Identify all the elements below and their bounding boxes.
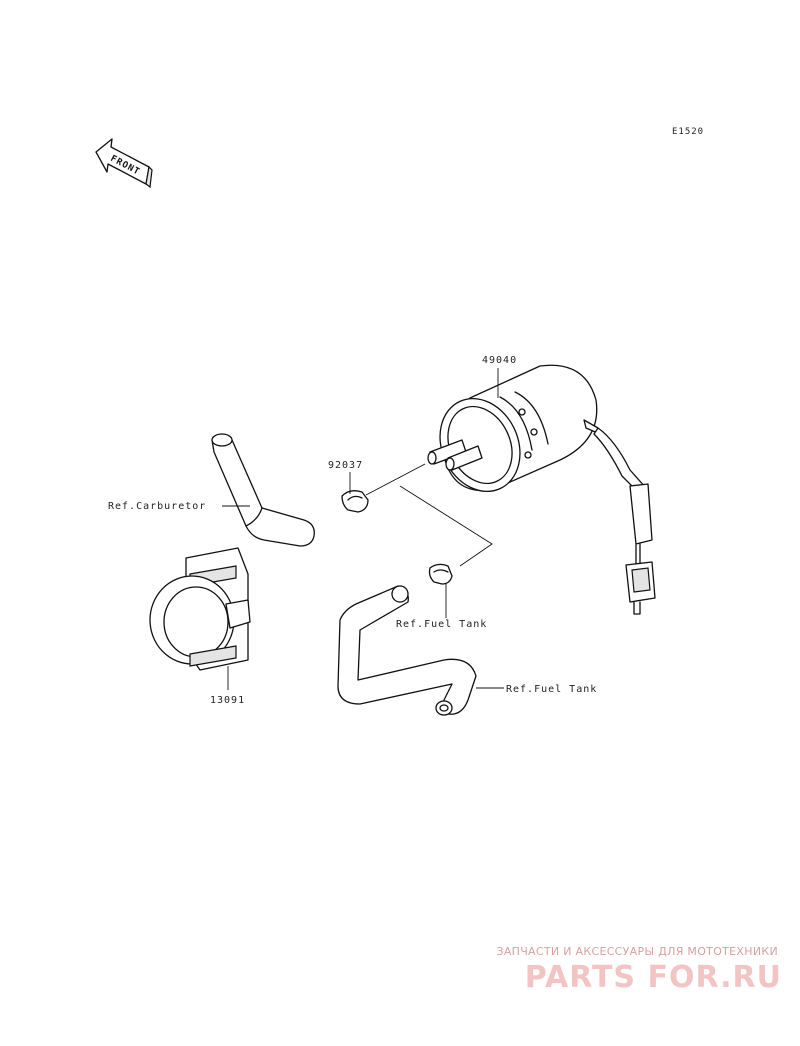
carburetor-hose [211,433,315,547]
clamp-fuel-tank [428,563,453,585]
ref-carburetor: Ref.Carburetor [108,501,206,512]
ref-fuel-tank-1: Ref.Fuel Tank [396,619,487,630]
ref-fuel-tank-2: Ref.Fuel Tank [506,684,597,695]
part-number-clamp: 92037 [328,460,363,471]
watermark-tagline: ЗАПЧАСТИ И АКСЕССУАРЫ ДЛЯ МОТОТЕХНИКИ [496,945,778,958]
clamp-92037 [341,490,369,513]
fuel-tank-hose [337,585,477,716]
part-number-fuel-pump: 49040 [482,355,517,366]
diagram-code: E1520 [672,127,704,137]
watermark-logo: PARTS FOR.RU [524,960,782,995]
bracket-13091 [149,547,251,671]
part-number-bracket: 13091 [210,695,245,706]
front-arrow-icon: FRONT [95,138,153,189]
fuel-pump [427,364,656,615]
